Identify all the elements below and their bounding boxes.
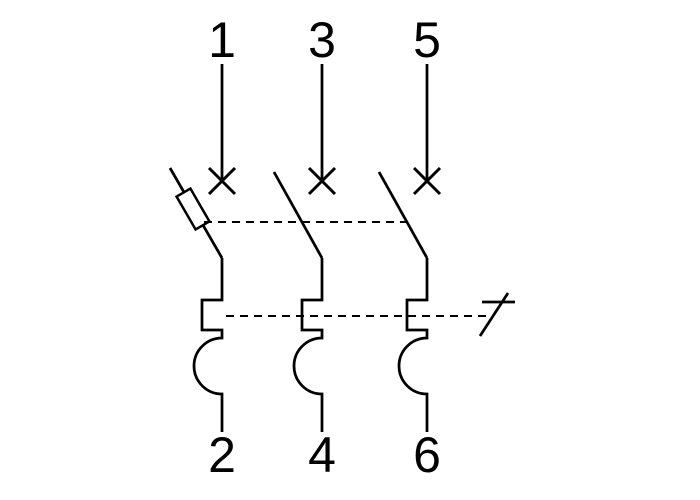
trip-lever-arm <box>478 292 510 337</box>
terminal-label-bottom: 6 <box>413 427 441 483</box>
breaker-contact-x-icon <box>412 166 442 196</box>
breaker-contact-x-icon <box>307 166 337 196</box>
actuator-rectangle-icon <box>174 186 212 232</box>
x-stroke <box>207 166 237 196</box>
terminal-label-top: 5 <box>413 12 441 68</box>
contact-blade <box>272 171 324 259</box>
terminal-label-top: 1 <box>208 12 236 68</box>
terminal-label-top: 3 <box>308 12 336 68</box>
trip-lever-icon <box>478 292 515 337</box>
terminal-label-bottom: 2 <box>208 427 236 483</box>
x-stroke <box>412 166 442 196</box>
latch-and-thermal-trip-path <box>397 258 429 432</box>
terminal-label-bottom: 4 <box>308 427 336 483</box>
latch-and-thermal-trip-path <box>192 258 224 432</box>
pole-1: 1 2 <box>168 12 237 483</box>
x-stroke <box>307 166 337 196</box>
contact-blade <box>377 171 429 259</box>
latch-and-thermal-trip-path <box>292 258 324 432</box>
pole-2: 3 4 <box>272 12 337 483</box>
pole-3: 5 6 <box>377 12 442 483</box>
breaker-contact-x-icon <box>207 166 237 196</box>
